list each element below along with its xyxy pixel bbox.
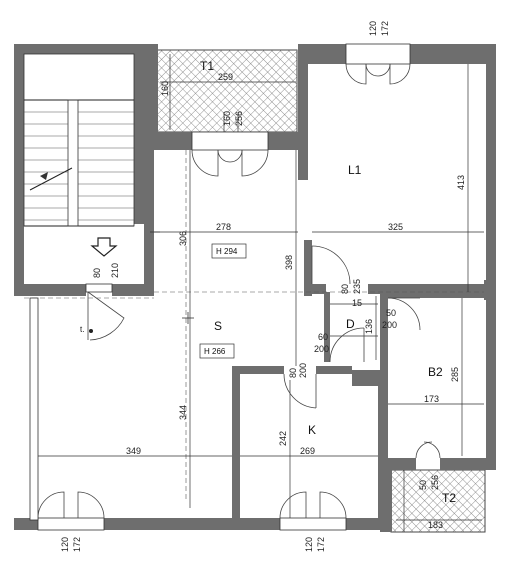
dim-s-306: 306 (178, 231, 188, 246)
room-label-d: D (346, 317, 355, 331)
dim-s-278: 278 (216, 222, 231, 232)
dim-t2-256: 256 (430, 475, 440, 490)
dim-t1-win-256: 256 (234, 111, 244, 126)
room-label-t1: T1 (200, 59, 214, 73)
dim-d-80: 80 (340, 284, 350, 294)
dim-s-398: 398 (284, 255, 294, 270)
dim-t1-win-160: 160 (222, 111, 232, 126)
dim-bot-l-120: 120 (60, 537, 70, 552)
room-label-b2: B2 (428, 365, 443, 379)
dim-b2-173: 173 (424, 394, 439, 404)
dim-s-344: 344 (178, 405, 188, 420)
reference-markers (150, 231, 194, 324)
dim-hall-210: 210 (110, 263, 120, 278)
entrance-door[interactable]: t. (80, 283, 125, 341)
staircase (23, 53, 135, 227)
door-d[interactable] (329, 327, 365, 363)
room-label-t2: T2 (442, 491, 456, 505)
dim-k-80: 80 (288, 368, 298, 378)
door-k[interactable] (283, 373, 317, 409)
dim-bot-l-172: 172 (72, 537, 82, 552)
room-label-l1: L1 (348, 163, 362, 177)
door-l1[interactable] (311, 245, 351, 285)
dim-k-242: 242 (278, 431, 288, 446)
height-box-salon (199, 343, 235, 359)
dim-hall-80: 80 (92, 268, 102, 278)
dim-d-200b: 200 (382, 320, 397, 330)
dim-d-136: 136 (364, 319, 374, 334)
dim-l1-h: 413 (456, 175, 466, 190)
window-t1-door[interactable] (191, 131, 269, 177)
dim-b2-285: 285 (450, 367, 460, 382)
dim-k-269: 269 (300, 446, 315, 456)
dim-t2-183: 183 (428, 520, 443, 530)
dim-k-200: 200 (298, 363, 308, 378)
dim-bot-r-120: 120 (304, 537, 314, 552)
dim-top-172: 172 (380, 21, 390, 36)
door-t2[interactable] (415, 441, 441, 459)
entrance-arrow-icon (90, 237, 118, 257)
dim-top-120: 120 (368, 21, 378, 36)
window-bottom-right[interactable] (279, 491, 347, 531)
dim-d-200: 200 (314, 344, 329, 354)
dim-d-235: 235 (352, 279, 362, 294)
dim-d-15: 15 (352, 298, 362, 308)
dimension-labels: 120 172 259 160 160 256 413 325 306 278 … (60, 21, 466, 552)
dim-t1-h: 160 (160, 81, 170, 96)
room-label-k: K (308, 423, 316, 437)
room-label-s: S (214, 319, 222, 333)
dim-d-50b: 50 (386, 308, 396, 318)
window-bottom-left[interactable] (37, 491, 105, 531)
dim-d-60: 60 (318, 332, 328, 342)
height-salon: H 266 (204, 347, 226, 356)
door-b2[interactable] (387, 297, 421, 331)
dim-t2-50: 50 (418, 480, 428, 490)
window-l1[interactable] (345, 43, 411, 85)
window-left[interactable] (29, 297, 39, 521)
height-box-living (211, 243, 247, 259)
dim-k-349: 349 (126, 446, 141, 456)
dim-bot-r-172: 172 (316, 537, 326, 552)
dim-l1-w: 325 (388, 222, 403, 232)
dim-t1-w: 259 (218, 72, 233, 82)
svg-text:t.: t. (80, 325, 84, 334)
height-living: H 294 (216, 247, 238, 256)
dimension-lines (38, 54, 484, 532)
